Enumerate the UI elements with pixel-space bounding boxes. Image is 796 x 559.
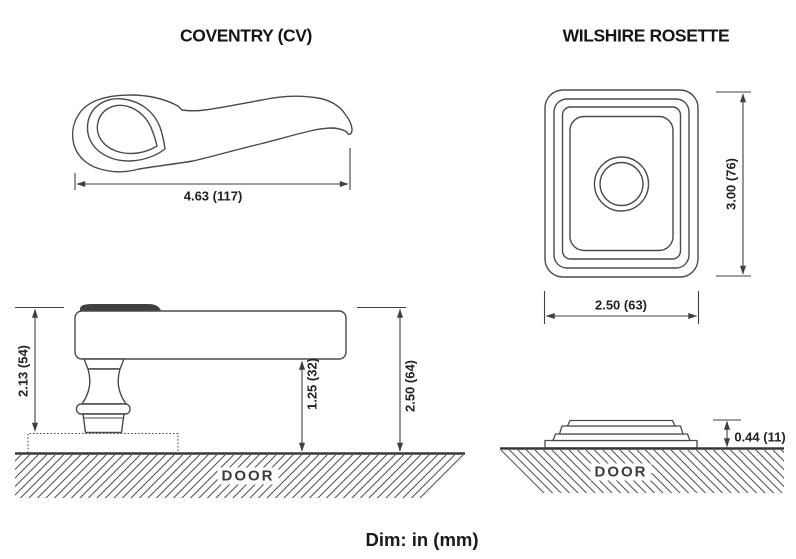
coventry-lever-face-drawing [71, 94, 353, 173]
lever-body [74, 310, 347, 360]
wilshire-thickness-dim-label: 0.44 (11) [734, 429, 786, 445]
coventry-projection-dim-label: 2.50 (64) [402, 359, 418, 413]
stem-flange [83, 358, 125, 370]
rosette-tier-base [544, 439, 698, 449]
stem-foot [82, 413, 125, 434]
spindle-hole-outer [593, 156, 650, 212]
coventry-side-dimensions [15, 306, 406, 452]
wilshire-side-dimensions [713, 419, 741, 448]
wilshire-width-dim-label: 2.50 (63) [594, 297, 648, 313]
rosette-tier-3 [558, 425, 684, 435]
lever-scroll-inner-line [96, 104, 158, 155]
coventry-lever-to-door-dim-label: 1.25 (32) [304, 357, 320, 411]
rosette-inner-plate [569, 115, 674, 252]
lever-scroll-middle-line [86, 98, 166, 162]
coventry-width-dim-label: 4.63 (117) [183, 188, 243, 204]
wilshire-rosette-side-drawing [544, 419, 698, 449]
lever-scroll-cap [79, 304, 161, 311]
stem-collar [75, 403, 131, 415]
rosette-footprint-dotted [27, 433, 179, 453]
coventry-overall-height-dim-label: 2.13 (54) [15, 344, 31, 398]
wilshire-rosette-face-drawing [544, 89, 699, 278]
door-label-left: DOOR [217, 467, 279, 485]
stem-neck [81, 368, 127, 405]
wilshire-title: WILSHIRE ROSETTE [562, 25, 730, 46]
coventry-title: COVENTRY (CV) [180, 25, 312, 46]
coventry-lever-side-drawing [27, 304, 347, 453]
spindle-hole-inner [599, 161, 644, 207]
door-label-right: DOOR [590, 463, 652, 481]
rosette-tier-2 [552, 433, 691, 442]
wilshire-face-dimensions [543, 91, 751, 324]
wilshire-height-dim-label: 3.00 (76) [723, 157, 739, 211]
dimension-units-note: Dim: in (mm) [365, 529, 479, 550]
coventry-width-dimension [74, 148, 351, 190]
rosette-tier-top [566, 419, 676, 427]
